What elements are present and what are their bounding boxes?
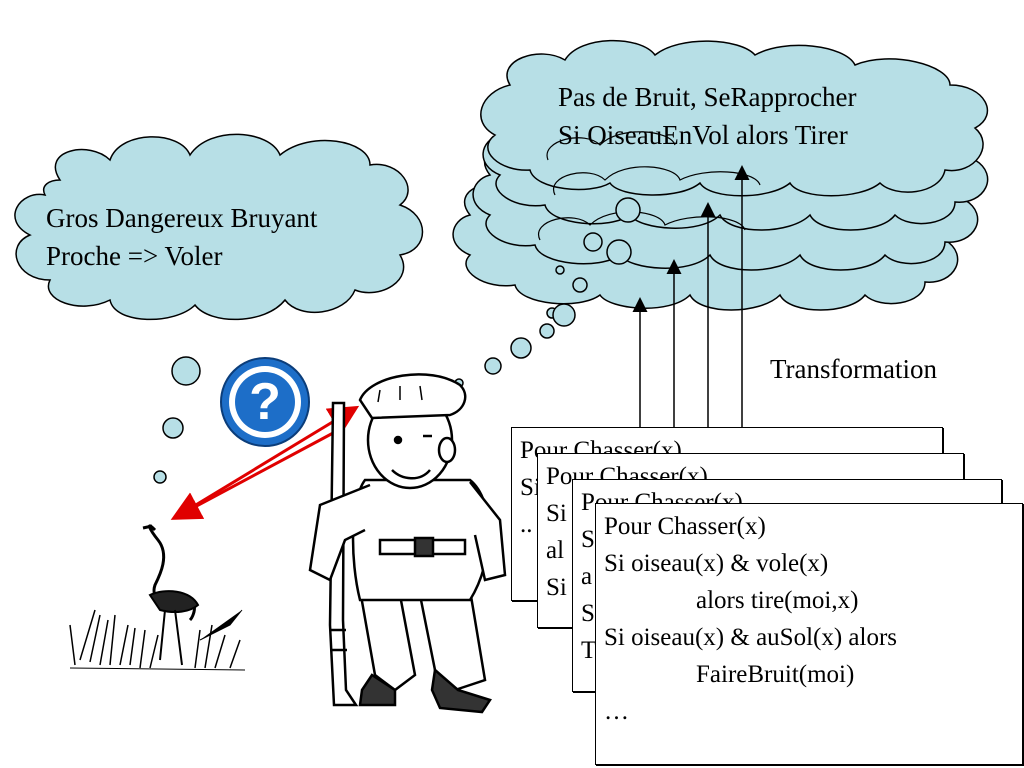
card-line: S: [581, 526, 595, 553]
card-line-1: Pour Chasser(x): [604, 513, 766, 540]
card-line-3: alors tire(moi,x): [696, 587, 859, 614]
hunter-thought-line2: Si OiseauEnVol alors Tirer: [558, 120, 848, 150]
card-line: Si: [520, 474, 541, 501]
card-line-5: FaireBruit(moi): [696, 661, 855, 688]
question-mark-icon: [220, 357, 310, 447]
hunter-icon: [308, 373, 507, 714]
hunter-thought-line1: Pas de Bruit, SeRapprocher: [558, 82, 857, 112]
card-line: ..: [520, 511, 533, 538]
card-line: S: [581, 600, 595, 627]
flamingo-thought-cloud: [14, 133, 424, 321]
card-line-6: …: [604, 698, 629, 725]
question-mark-glyph: ?: [249, 373, 281, 431]
card-line: T: [581, 637, 597, 664]
flamingo-thought-line2: Proche => Voler: [46, 241, 223, 271]
card-line: al: [546, 537, 565, 564]
rule-card-front: Pour Chasser(x) Si oiseau(x) & vole(x) a…: [595, 503, 1023, 765]
card-line: Si: [546, 574, 567, 601]
flamingo-thought-bubbles: [153, 356, 201, 484]
card-line: Si: [546, 500, 567, 527]
grass-icon: [69, 609, 246, 671]
flamingo-thought-line1: Gros Dangereux Bruyant: [46, 203, 318, 233]
hunter-thought-clouds: [452, 39, 989, 311]
hunter-thought-bubbles: [454, 197, 641, 388]
hunter-thought-text: Pas de Bruit, SeRapprocher Si OiseauEnVo…: [558, 78, 856, 154]
distance-arrow-reverse: [175, 405, 360, 519]
distance-arrow: [170, 430, 336, 520]
card-line-4: Si oiseau(x) & auSol(x) alors: [604, 624, 898, 651]
flamingo-icon: [142, 524, 200, 666]
card-line-2: Si oiseau(x) & vole(x): [604, 550, 829, 577]
transformation-label: Transformation: [770, 354, 937, 384]
card-line: a: [581, 563, 593, 590]
flamingo-thought-text: Gros Dangereux Bruyant Proche => Voler: [46, 199, 317, 275]
